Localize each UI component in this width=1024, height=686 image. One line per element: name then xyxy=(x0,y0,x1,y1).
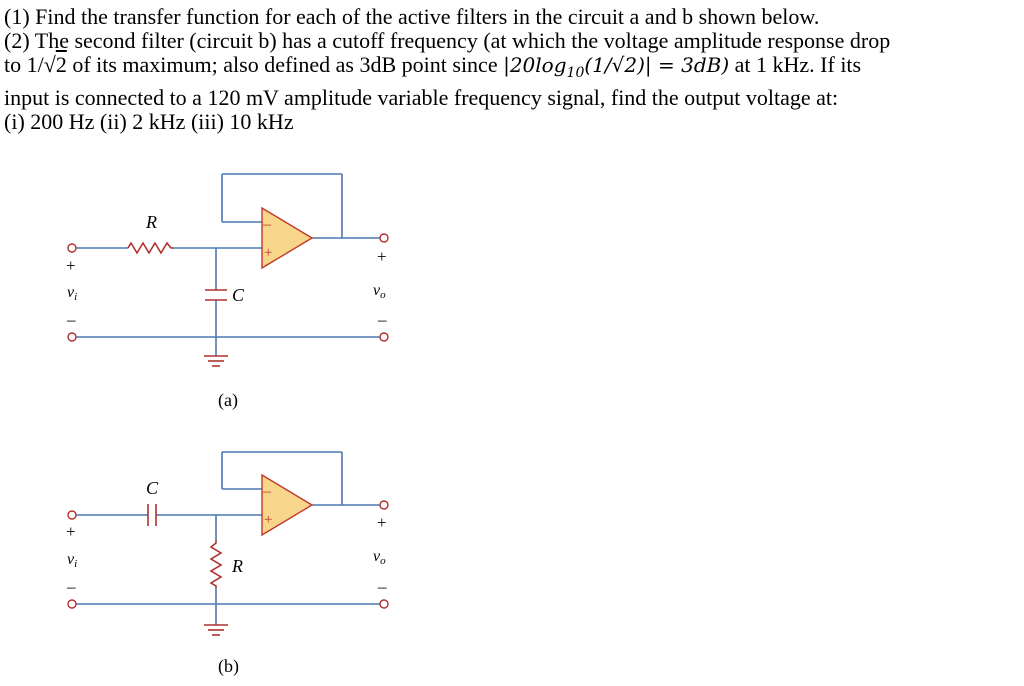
circuit-b-ground-icon xyxy=(204,624,228,636)
problem-line-5: (i) 200 Hz (ii) 2 kHz (iii) 10 kHz xyxy=(4,108,294,134)
circuit-a-input-minus: – xyxy=(66,310,76,329)
circuit-b: – + C R + vi – + vo – (b) xyxy=(66,451,389,677)
circuit-b-opamp xyxy=(261,473,314,537)
db-formula: |20log10(1/√2)| = 3dB) xyxy=(503,53,730,81)
sqrt-radicand: 2 xyxy=(55,52,67,78)
line3-text-c: at 1 kHz. If its xyxy=(729,52,862,78)
db-formula-subscript: 10 xyxy=(566,65,585,82)
db-formula-part2: (1/√2)| = 3dB) xyxy=(584,53,730,78)
problem-line-4: input is connected to a 120 mV amplitude… xyxy=(4,84,839,110)
circuit-b-capacitor-label: C xyxy=(146,478,159,498)
problem-line-2: (2) The second filter (circuit b) has a … xyxy=(4,28,891,54)
circuit-a-ground-icon xyxy=(204,355,228,367)
problem-line-3: to 1/√2 of its maximum; also defined as … xyxy=(4,53,1020,85)
circuit-a-output-plus: + xyxy=(377,247,387,266)
problem-statement: (1) Find the transfer function for each … xyxy=(4,4,1020,134)
circuit-b-wires xyxy=(76,451,380,625)
circuit-a-capacitor xyxy=(205,289,227,301)
circuit-a-wires xyxy=(76,173,380,356)
circuit-b-input-plus: + xyxy=(66,522,76,541)
circuit-a-input-plus: + xyxy=(66,256,76,275)
circuit-a-output-label: vo xyxy=(373,282,386,301)
circuit-b-opamp-minus: – xyxy=(262,483,272,500)
circuit-a-opamp xyxy=(261,206,314,270)
circuit-a-output-terminal-bottom xyxy=(379,332,389,342)
circuit-b-output-terminal-top xyxy=(379,500,389,510)
circuit-b-output-terminal-bottom xyxy=(379,599,389,609)
circuit-a-opamp-minus: – xyxy=(262,216,272,233)
circuit-b-opamp-plus: + xyxy=(264,512,272,528)
circuit-b-resistor xyxy=(209,540,223,588)
circuit-b-capacitor xyxy=(147,504,157,526)
circuit-a-resistor-label: R xyxy=(145,212,157,232)
circuit-a: – + R C + vi – + vo – (a) xyxy=(66,173,389,411)
circuit-a-capacitor-label: C xyxy=(232,285,245,305)
line3-text-a: to 1/ xyxy=(4,52,44,78)
circuit-a-input-terminal-bottom xyxy=(67,332,77,342)
circuit-b-output-minus: – xyxy=(377,577,387,596)
circuit-a-output-minus: – xyxy=(377,310,387,329)
circuit-b-input-terminal-bottom xyxy=(67,599,77,609)
circuit-a-input-terminal-top xyxy=(67,243,77,253)
db-formula-part1: |20log xyxy=(503,53,567,78)
circuit-b-input-terminal-top xyxy=(67,510,77,520)
line3-text-b: of its maximum; also defined as 3dB poin… xyxy=(66,52,504,78)
circuit-a-opamp-plus: + xyxy=(264,245,272,261)
circuit-a-resistor xyxy=(127,241,174,255)
circuit-a-input-label: vi xyxy=(67,284,77,303)
circuit-b-output-label: vo xyxy=(373,548,386,567)
circuit-b-input-label: vi xyxy=(67,551,77,570)
circuit-b-output-plus: + xyxy=(377,513,387,532)
circuit-a-caption: (a) xyxy=(218,390,238,411)
circuit-b-input-minus: – xyxy=(66,577,76,596)
circuit-a-output-terminal-top xyxy=(379,233,389,243)
sqrt-symbol: √ xyxy=(43,52,56,78)
circuit-b-resistor-label: R xyxy=(231,556,243,576)
problem-line-1: (1) Find the transfer function for each … xyxy=(4,4,820,29)
circuit-b-caption: (b) xyxy=(218,656,239,677)
